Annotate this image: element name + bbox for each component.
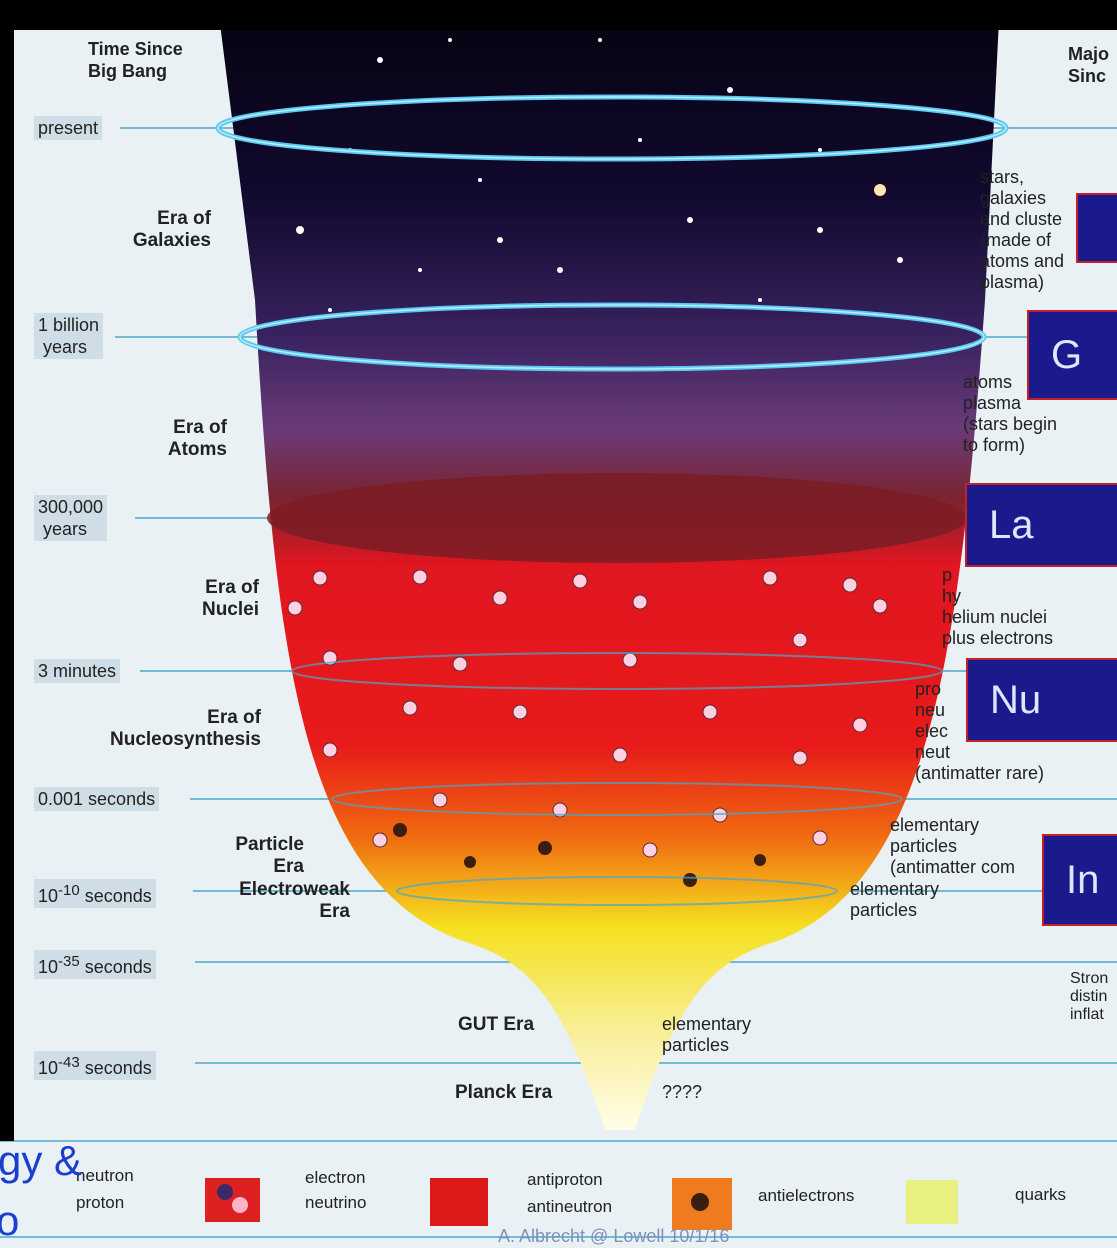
base: 10 <box>38 886 59 906</box>
overlay-box-4: Nu <box>966 658 1117 742</box>
time-label-3-minutes: 3 minutes <box>34 659 121 683</box>
legend-electron: electron <box>305 1168 366 1187</box>
legend-swatches <box>205 1178 958 1230</box>
slide-title-fragment-1: gy & <box>0 1137 83 1184</box>
era-nuclei: Era of Nuclei <box>201 577 259 620</box>
particles <box>287 569 888 858</box>
funnel-body <box>217 0 1000 1130</box>
era-gut: GUT Era <box>458 1014 535 1035</box>
time-label-0001-seconds: 0.001 seconds <box>34 787 160 811</box>
legend-antielectrons: antielectrons <box>758 1186 855 1205</box>
unit: seconds <box>79 1058 152 1078</box>
legend-quarks: quarks <box>1015 1185 1067 1204</box>
legend-proton: proton <box>76 1193 125 1212</box>
era-electroweak: Electroweak Era <box>239 879 350 922</box>
desc-galaxies: stars, galaxies and cluste (made of atom… <box>980 167 1065 292</box>
overlay-box-1 <box>1076 193 1117 263</box>
time-label-1-billion: 1 billion years <box>34 313 104 359</box>
legend-antiproton: antiproton <box>527 1170 603 1189</box>
right-column-header: Majo Sinc <box>1068 44 1110 86</box>
time-label-present: present <box>34 116 103 140</box>
legend-neutrino: neutrino <box>305 1193 367 1212</box>
unit: seconds <box>79 957 152 977</box>
overlay-box-5: In <box>1042 834 1117 926</box>
overlay-box-2: G <box>1027 310 1117 400</box>
desc-inflation: Stron distin inflat <box>1070 970 1109 1023</box>
desc-electroweak: elementary particles <box>850 879 940 920</box>
unit: seconds <box>79 886 152 906</box>
legend-antineutron: antineutron <box>527 1197 613 1216</box>
era-atoms: Era of Atoms <box>167 417 227 460</box>
era-particle: Particle Era <box>235 834 304 877</box>
legend-neutron: neutron <box>76 1166 134 1185</box>
desc-particle: elementary particles (antimatter com <box>890 815 1016 877</box>
time-label-300000: 300,000 years <box>34 495 108 541</box>
base: 10 <box>38 957 59 977</box>
desc-gut: elementary particles <box>662 1014 752 1055</box>
exponent: -10 <box>58 882 80 899</box>
desc-planck: ???? <box>662 1082 703 1102</box>
dark-particles <box>393 823 766 887</box>
era-planck: Planck Era <box>455 1082 553 1103</box>
exponent: -43 <box>58 1054 80 1071</box>
time-label-1e-10-seconds: 10-10 seconds <box>34 879 156 908</box>
recombination-disk <box>267 473 967 563</box>
era-nucleosynthesis: Era of Nucleosynthesis <box>110 707 261 750</box>
exponent: -35 <box>58 953 80 970</box>
base: 10 <box>38 1058 59 1078</box>
time-column-header: Time Since Big Bang <box>88 39 183 81</box>
desc-nucleosynthesis: pro neu elec neut (antimatter rare) <box>915 679 1045 783</box>
slide-title-fragment-2: o <box>0 1197 20 1244</box>
slide-footer: A. Albrecht @ Lowell 10/1/16 <box>498 1226 730 1246</box>
stars <box>296 38 903 312</box>
desc-atoms: atoms plasma (stars begin to form) <box>963 372 1058 455</box>
desc-nuclei: p hy helium nuclei plus electrons <box>942 565 1054 648</box>
time-label-1e-43-seconds: 10-43 seconds <box>34 1051 156 1080</box>
overlay-box-3: La <box>965 483 1117 567</box>
era-galaxies: Era of Galaxies <box>132 208 211 251</box>
time-label-1e-35-seconds: 10-35 seconds <box>34 950 156 979</box>
